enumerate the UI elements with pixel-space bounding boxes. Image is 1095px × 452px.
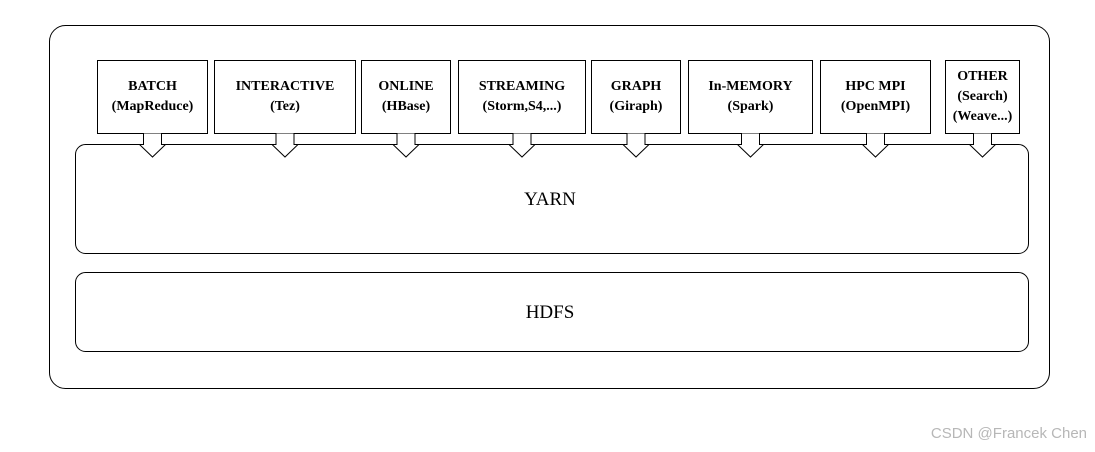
framework-sub: (HBase) (382, 99, 431, 114)
framework-name: In-MEMORY (708, 79, 792, 94)
framework-name: OTHER (957, 69, 1008, 84)
framework-sub: (Storm,S4,...) (483, 99, 562, 114)
arrow-down-icon (621, 133, 651, 158)
arrow-down-icon (736, 133, 765, 158)
framework-sub: (Search) (957, 89, 1008, 104)
framework-name: HPC MPI (845, 79, 905, 94)
yarn-layer-label: YARN (524, 189, 576, 210)
framework-box-interactive: INTERACTIVE (Tez) (214, 60, 356, 134)
framework-box-other: OTHER (Search) (Weave...) (945, 60, 1020, 134)
arrow-down-icon (861, 133, 890, 158)
hdfs-layer-label: HDFS (526, 302, 575, 323)
framework-name: GRAPH (611, 79, 662, 94)
yarn-layer-box (75, 144, 1029, 254)
framework-box-streaming: STREAMING (Storm,S4,...) (458, 60, 586, 134)
framework-sub: (Spark) (728, 99, 774, 114)
arrow-down-icon (270, 133, 300, 158)
framework-arrows (138, 133, 997, 158)
arrow-down-icon (138, 133, 167, 158)
framework-box-graph: GRAPH (Giraph) (591, 60, 681, 134)
framework-box-online: ONLINE (HBase) (361, 60, 451, 134)
framework-name: STREAMING (479, 79, 565, 94)
framework-name: ONLINE (378, 79, 433, 94)
watermark: CSDN @Francek Chen (930, 425, 1087, 442)
framework-name: INTERACTIVE (236, 79, 335, 94)
framework-sub: (MapReduce) (112, 99, 194, 114)
framework-name: BATCH (128, 79, 177, 94)
framework-box-hpc-mpi: HPC MPI (OpenMPI) (820, 60, 931, 134)
framework-sub: (Tez) (270, 99, 300, 114)
framework-box-in-memory: In-MEMORY (Spark) (688, 60, 813, 134)
framework-sub: (OpenMPI) (841, 99, 911, 114)
arrow-down-icon (391, 133, 421, 158)
framework-sub-2: (Weave...) (953, 109, 1013, 124)
hdfs-layer-box (75, 272, 1029, 352)
framework-box-batch: BATCH (MapReduce) (97, 60, 208, 134)
arrow-down-icon (968, 133, 997, 158)
framework-sub: (Giraph) (610, 99, 663, 114)
arrow-down-icon (507, 133, 537, 158)
